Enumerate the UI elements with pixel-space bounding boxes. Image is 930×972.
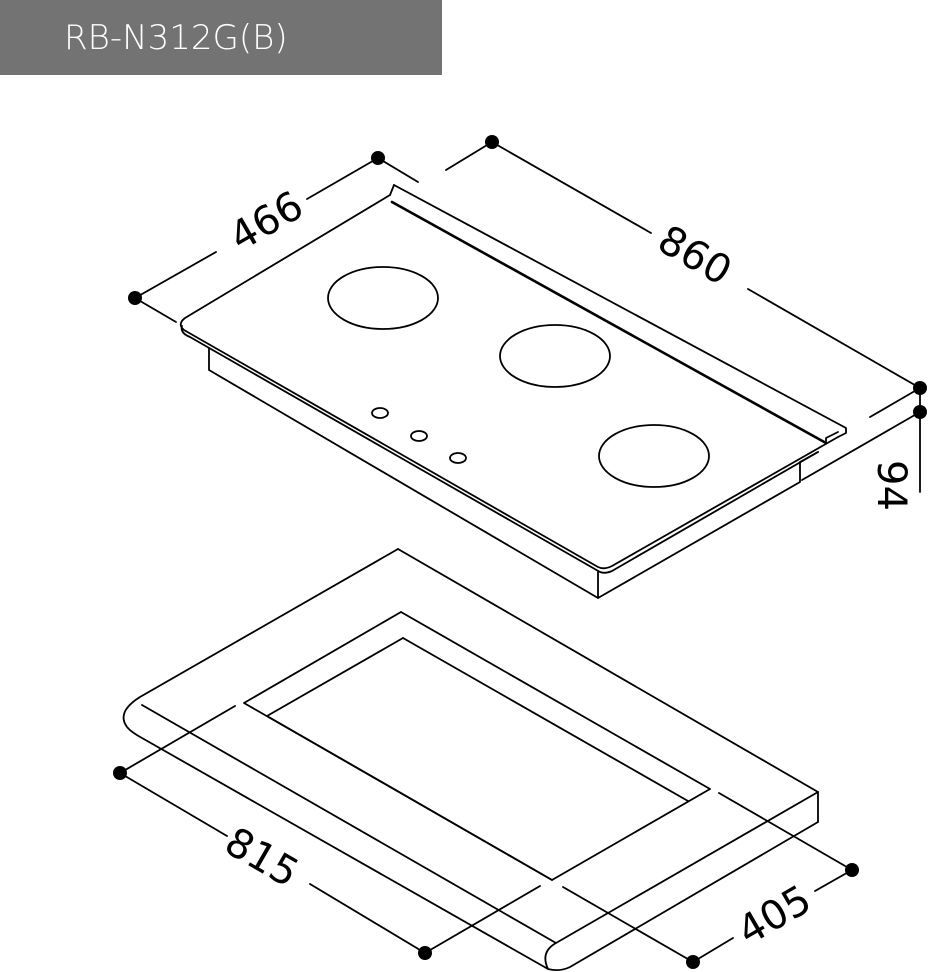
dim-label-860: 860 xyxy=(650,217,739,295)
dimension-height-94: 94 xyxy=(801,387,927,511)
knob-2 xyxy=(410,430,428,442)
dimension-width-860: 860 xyxy=(445,135,927,418)
burners xyxy=(327,266,710,488)
dim-label-405: 405 xyxy=(730,877,819,955)
dimension-width-815: 815 xyxy=(113,705,541,960)
knob-1 xyxy=(371,407,389,419)
burner-center xyxy=(499,324,611,388)
model-title-bar: RB-N312G(B) xyxy=(0,0,442,75)
dim-label-466: 466 xyxy=(222,183,311,261)
model-name: RB-N312G(B) xyxy=(64,17,288,58)
countertop-cutout xyxy=(122,548,819,972)
dim-label-94: 94 xyxy=(868,460,914,511)
dimension-depth-405: 405 xyxy=(562,792,859,969)
knob-3 xyxy=(449,452,467,464)
burner-right xyxy=(598,424,710,488)
dimension-depth-466: 466 xyxy=(128,151,419,323)
burner-left xyxy=(327,266,439,330)
cooktop-body xyxy=(179,184,847,599)
dim-label-815: 815 xyxy=(217,819,306,897)
control-knobs xyxy=(371,407,467,464)
